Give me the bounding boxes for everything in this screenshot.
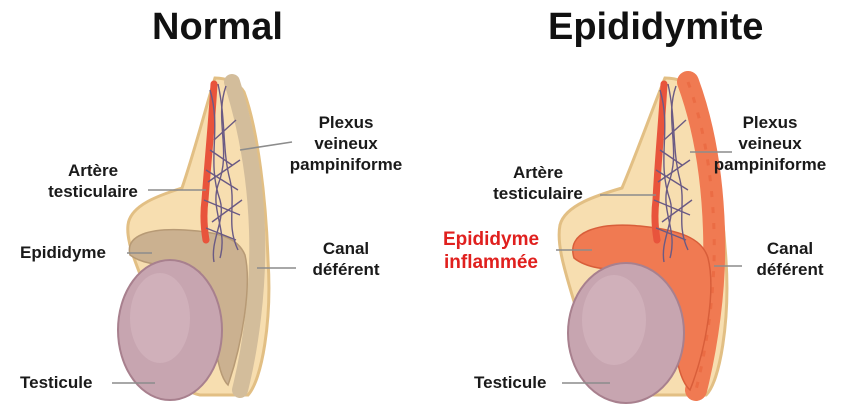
- label-inflamed-artery-line1: Artère: [478, 162, 598, 183]
- normal-anatomy: [118, 78, 269, 400]
- label-inflamed-epididymis-line2: inflammée: [426, 251, 556, 274]
- label-normal-canal: Canal déférent: [298, 238, 394, 280]
- label-normal-canal-line2: déférent: [298, 259, 394, 280]
- label-normal-canal-line1: Canal: [298, 238, 394, 259]
- label-normal-plexus: Plexus veineux pampiniforme: [276, 112, 416, 175]
- label-normal-artery-line1: Artère: [38, 160, 148, 181]
- label-inflamed-epididymis-line1: Epididyme: [426, 228, 556, 251]
- label-normal-plexus-line2: veineux: [276, 133, 416, 154]
- label-normal-plexus-line3: pampiniforme: [276, 154, 416, 175]
- label-inflamed-canal-line1: Canal: [742, 238, 838, 259]
- label-inflamed-artery-line2: testiculaire: [478, 183, 598, 204]
- label-normal-artery-line2: testiculaire: [38, 181, 148, 202]
- label-inflamed-canal: Canal déférent: [742, 238, 838, 280]
- label-normal-artery: Artère testiculaire: [38, 160, 148, 202]
- label-inflamed-plexus-line3: pampiniforme: [700, 154, 840, 175]
- label-inflamed-plexus-line1: Plexus: [700, 112, 840, 133]
- normal-testicle-highlight: [130, 273, 190, 363]
- title-normal: Normal: [152, 8, 283, 46]
- title-epididymite: Epididymite: [548, 8, 763, 46]
- label-normal-epididymis: Epididyme: [20, 242, 106, 263]
- label-normal-plexus-line1: Plexus: [276, 112, 416, 133]
- label-normal-testicle: Testicule: [20, 372, 92, 393]
- label-inflamed-testicle: Testicule: [474, 372, 546, 393]
- inflamed-testicle-highlight: [582, 275, 646, 365]
- label-inflamed-plexus-line2: veineux: [700, 133, 840, 154]
- label-inflamed-canal-line2: déférent: [742, 259, 838, 280]
- label-inflamed-epididymis: Epididyme inflammée: [426, 228, 556, 274]
- label-inflamed-plexus: Plexus veineux pampiniforme: [700, 112, 840, 175]
- label-inflamed-artery: Artère testiculaire: [478, 162, 598, 204]
